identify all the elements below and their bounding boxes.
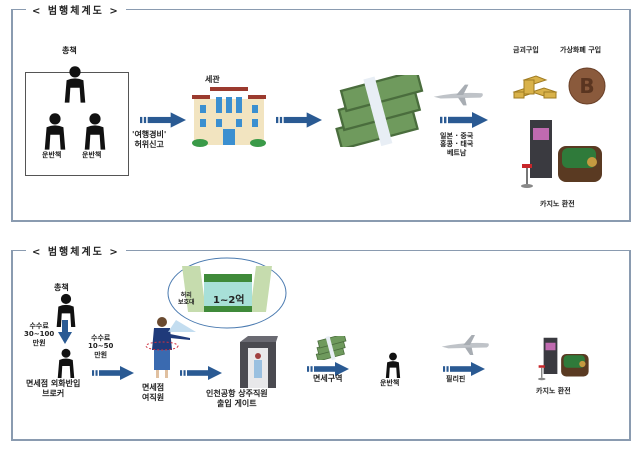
panel-2-title: < 범행체계도 > bbox=[26, 243, 126, 258]
arrow-icon bbox=[140, 112, 186, 128]
carrier-person-icon bbox=[81, 112, 109, 150]
carrier-person-icon bbox=[41, 112, 69, 150]
crypto-purchase-label: 가상화폐 구입 bbox=[560, 46, 602, 54]
carrier-label: 운반책 bbox=[380, 379, 400, 387]
svg-text:B: B bbox=[579, 74, 594, 98]
duty-free-label: 면세구역 bbox=[313, 374, 343, 383]
boss-label: 총책 bbox=[54, 283, 69, 292]
broker-person-icon bbox=[52, 348, 80, 378]
fee-1-label: 수수료 30~100 만원 bbox=[24, 322, 55, 347]
broker-label: 면세점 외화반입 브로커 bbox=[26, 379, 81, 398]
employee-icon bbox=[145, 317, 190, 378]
waist-belt-callout-icon bbox=[167, 257, 287, 329]
customs-label: 세관 bbox=[205, 75, 220, 84]
security-gate-icon bbox=[240, 336, 278, 388]
arrow-icon bbox=[425, 362, 503, 376]
casino-machines-icon bbox=[516, 112, 606, 196]
callout-beam bbox=[168, 320, 196, 332]
gold-bars-icon bbox=[512, 75, 558, 99]
boss-label: 총책 bbox=[62, 46, 77, 55]
carrier-person-icon bbox=[380, 352, 406, 378]
scheme-panel-1 bbox=[11, 9, 631, 222]
carrier-label: 운반책 bbox=[42, 151, 62, 159]
boss-person-icon bbox=[61, 65, 89, 103]
employee-label: 면세점 여직원 bbox=[142, 383, 165, 402]
customs-building-icon bbox=[192, 87, 266, 147]
arrow-icon bbox=[178, 366, 224, 380]
destinations-label: 일본 · 중국 홍콩 · 태국 베트남 bbox=[440, 132, 474, 157]
casino-machines-icon bbox=[524, 334, 602, 384]
bitcoin-icon: B bbox=[568, 67, 606, 105]
amount-label: 1~2억 bbox=[213, 295, 245, 306]
carrier-label: 운반책 bbox=[82, 151, 102, 159]
false-report-label: '여행경비' 허위신고 bbox=[132, 130, 167, 149]
waist-belt-label: 허리 보호대 bbox=[178, 292, 195, 307]
airplane-icon bbox=[440, 333, 490, 357]
arrow-icon bbox=[90, 366, 136, 380]
arrow-icon bbox=[426, 112, 502, 128]
cash-stack-icon bbox=[313, 336, 349, 360]
airplane-icon bbox=[432, 80, 484, 110]
philippines-label: 필리핀 bbox=[446, 375, 466, 383]
panel-1-title: < 범행체계도 > bbox=[26, 2, 126, 17]
casino-exchange-label: 카지노 환전 bbox=[540, 200, 575, 208]
scheme-panel-2 bbox=[11, 250, 631, 441]
gold-purchase-label: 금괴구입 bbox=[513, 46, 539, 54]
casino-exchange-label: 카지노 환전 bbox=[536, 387, 571, 395]
arrow-icon bbox=[276, 112, 322, 128]
cash-stack-icon bbox=[333, 75, 425, 147]
gate-label: 인천공항 상주직원 출입 게이트 bbox=[206, 389, 268, 408]
down-arrow-icon bbox=[58, 320, 72, 344]
fee-2-label: 수수료 10~50 만원 bbox=[88, 334, 114, 359]
